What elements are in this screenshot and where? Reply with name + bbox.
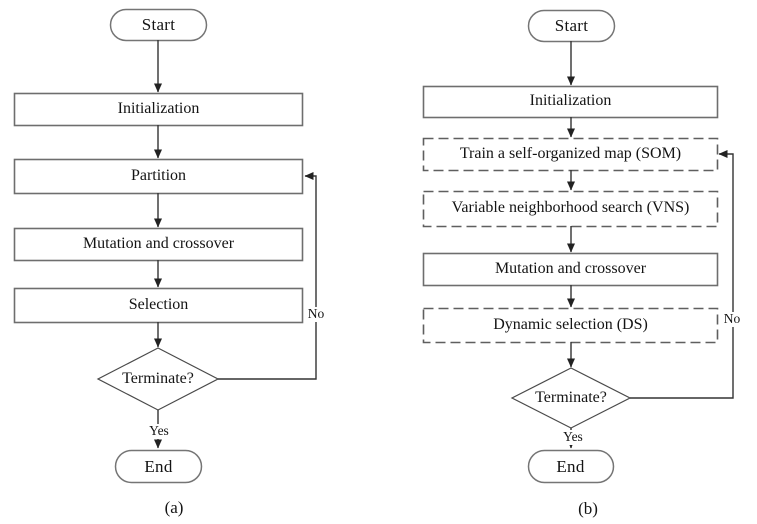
mutation-crossover-process-shape	[422, 252, 719, 287]
panel-a-caption: (a)	[164, 498, 184, 517]
end-label: End	[144, 456, 173, 476]
dynamic-selection-dashed-process-shape	[422, 307, 719, 344]
initialization-label: Initialization	[529, 92, 612, 110]
yes-edge-label: Yes	[561, 429, 585, 445]
initialization-process-shape	[422, 85, 719, 119]
mutation-crossover-label: Mutation and crossover	[82, 234, 235, 252]
vns-dashed-process-shape	[422, 190, 719, 228]
no-edge-label: No	[721, 311, 743, 327]
edge-terminate-partition-no-loop	[218, 172, 317, 380]
end-terminator-shape	[114, 449, 203, 484]
initialization-process-shape	[13, 92, 304, 127]
start-label: Start	[554, 15, 589, 35]
yes-edge-label: Yes	[147, 423, 171, 439]
terminate-label: Terminate?	[535, 388, 607, 406]
mutation-crossover-label: Mutation and crossover	[494, 259, 647, 277]
selection-label: Selection	[128, 295, 189, 313]
start-label: Start	[141, 14, 176, 34]
terminate-label: Terminate?	[122, 369, 194, 387]
end-label: End	[556, 456, 585, 476]
panel-b-caption: (b)	[578, 499, 598, 518]
partition-label: Partition	[130, 166, 187, 184]
flowchart-panel-b	[422, 9, 734, 484]
initialization-label: Initialization	[117, 99, 200, 117]
vns-label: Variable neighborhood search (VNS)	[451, 199, 690, 217]
no-edge-label: No	[305, 306, 327, 322]
mutation-crossover-process-shape	[13, 227, 304, 262]
partition-process-shape	[13, 158, 304, 195]
edge-terminate-som-no-loop	[630, 150, 734, 399]
flowchart-panel-a	[13, 8, 317, 484]
end-terminator-shape	[527, 449, 615, 484]
som-label: Train a self-organized map (SOM)	[459, 144, 682, 162]
som-dashed-process-shape	[422, 137, 719, 172]
dynamic-selection-label: Dynamic selection (DS)	[493, 315, 648, 333]
